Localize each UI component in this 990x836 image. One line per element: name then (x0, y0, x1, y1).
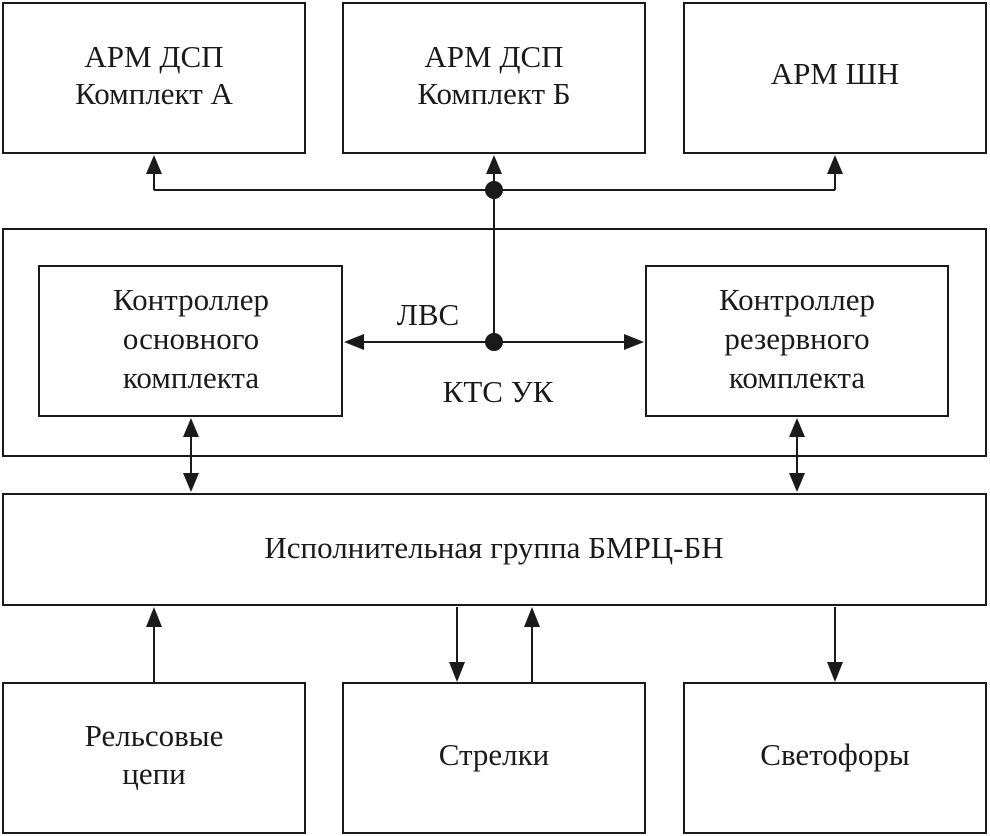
arm-dsp-a-line-2: Комплект А (75, 76, 233, 111)
ctrl-main-line-3: комплекта (123, 360, 259, 395)
exec-group-box (2, 493, 987, 606)
ctrl-main-line-1: Контроллер (113, 282, 269, 317)
ctrl-reserve-up-arrowhead (789, 418, 805, 437)
lan-label: ЛВС (397, 297, 459, 332)
rail-circuits-line-1: Рельсовые (85, 718, 224, 753)
arm-shn-label: АРМ ШН (771, 56, 900, 91)
ctrl-main-box (38, 265, 343, 417)
ctrl-reserve-box (645, 265, 949, 417)
arm-shn-arrowhead (827, 155, 843, 174)
switches-up-arrowhead (524, 607, 540, 627)
switches-label: Стрелки (439, 737, 550, 772)
signals-down-arrowhead (827, 662, 843, 682)
rail-circuits-up-arrowhead (146, 607, 162, 627)
rail-circuits-box (2, 682, 306, 834)
signals-box (683, 682, 987, 834)
arm-b-arrowhead (486, 155, 502, 174)
rail-circuits-line-2: цепи (122, 756, 186, 791)
ctrl-main-up-arrowhead (183, 418, 199, 437)
ctrl-main-line-2: основного (123, 321, 259, 356)
switches-down-arrowhead (449, 662, 465, 682)
switches-box (342, 682, 646, 834)
arm-dsp-a-box (2, 2, 306, 154)
ctrl-main-down-arrowhead (183, 473, 199, 492)
kts-uk-label: КТС УК (443, 374, 554, 409)
exec-group-label: Исполнительная группа БМРЦ-БН (264, 530, 723, 565)
lan-right-arrowhead (624, 334, 644, 350)
lan-left-arrowhead (344, 334, 364, 350)
arm-dsp-b-line-2: Комплект Б (417, 76, 570, 111)
arm-shn-box (683, 2, 987, 154)
arm-dsp-b-line-1: АРМ ДСП (424, 39, 563, 74)
arm-dsp-b-box (342, 2, 646, 154)
arm-a-arrowhead (146, 155, 162, 174)
signals-label: Светофоры (760, 737, 910, 772)
ctrl-reserve-line-3: комплекта (729, 360, 865, 395)
arm-dsp-a-line-1: АРМ ДСП (84, 39, 223, 74)
ctrl-reserve-line-2: резервного (724, 321, 869, 356)
ctrl-reserve-down-arrowhead (789, 473, 805, 492)
ctrl-reserve-line-1: Контроллер (719, 282, 875, 317)
lan-junction-dot (485, 333, 503, 351)
